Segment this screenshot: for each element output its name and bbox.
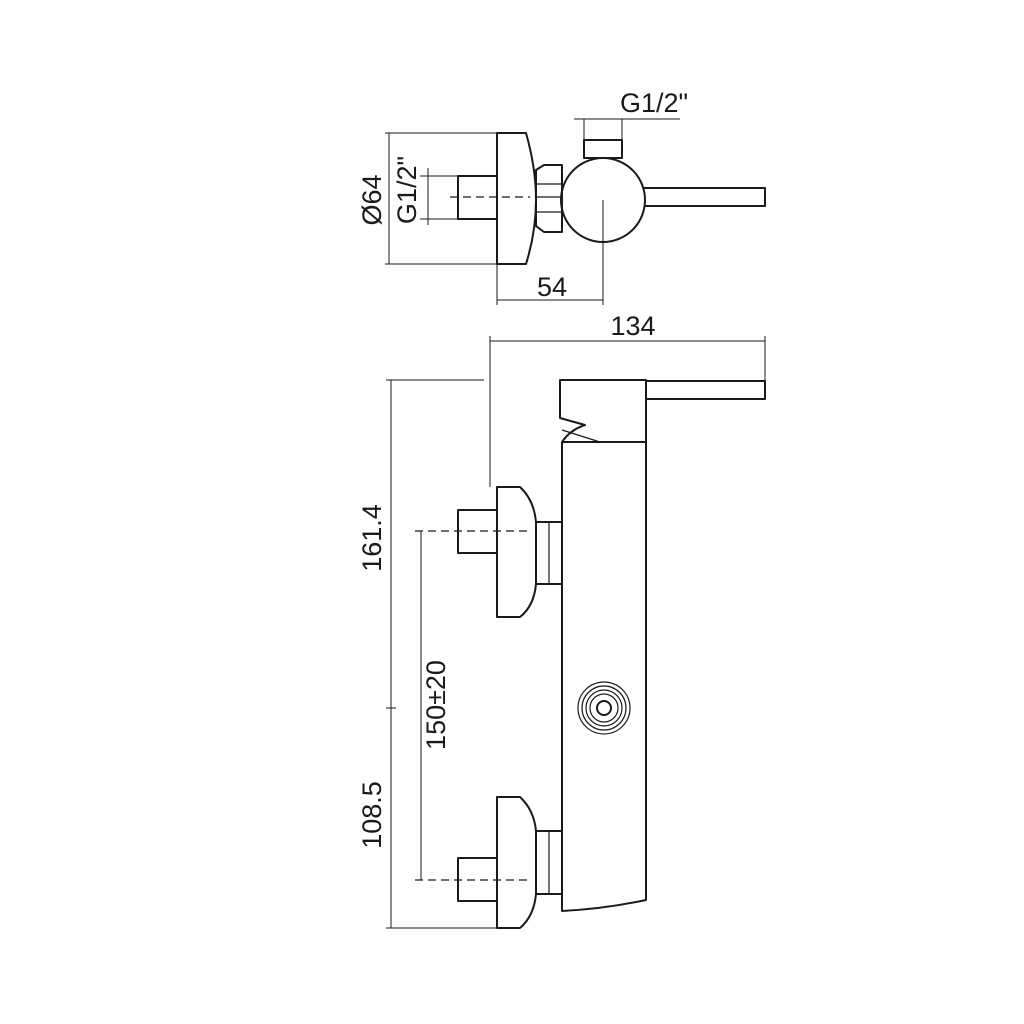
outlet-ring-2: [581, 685, 627, 731]
dim-front-upper-height: 161.4: [357, 504, 387, 572]
outlet-ring-1: [577, 681, 631, 735]
front-lower-inlet-stub: [457, 857, 498, 902]
dim-top-diameter: Ø64: [357, 174, 387, 225]
front-mixer-head: [559, 379, 647, 443]
front-lever-handle: [646, 380, 766, 400]
front-upper-inlet-stub: [457, 509, 498, 554]
top-view: [385, 118, 766, 305]
top-outlet-thread: [583, 139, 623, 159]
dim-top-outlet-thread: G1/2": [620, 88, 688, 118]
top-wall-flange: [496, 132, 537, 265]
dim-front-lower-height: 108.5: [357, 781, 387, 849]
front-mixer-body: [561, 441, 647, 912]
dim-front-inlet-spacing: 150±20: [421, 660, 451, 750]
dim-front-total-width: 134: [610, 311, 655, 341]
front-upper-flange: [496, 486, 537, 618]
dim-top-inlet-thread: G1/2": [392, 156, 422, 224]
top-lever-handle: [644, 187, 766, 207]
dim-top-depth: 54: [537, 272, 567, 302]
front-head-split: [561, 429, 601, 443]
top-hex-nut: [535, 164, 563, 233]
outlet-ring-3: [585, 689, 623, 727]
outlet-core: [596, 700, 612, 716]
front-view: [386, 336, 766, 929]
front-lower-flange: [496, 796, 537, 929]
outlet-ring-4: [589, 693, 619, 723]
front-outlet: [577, 681, 631, 735]
